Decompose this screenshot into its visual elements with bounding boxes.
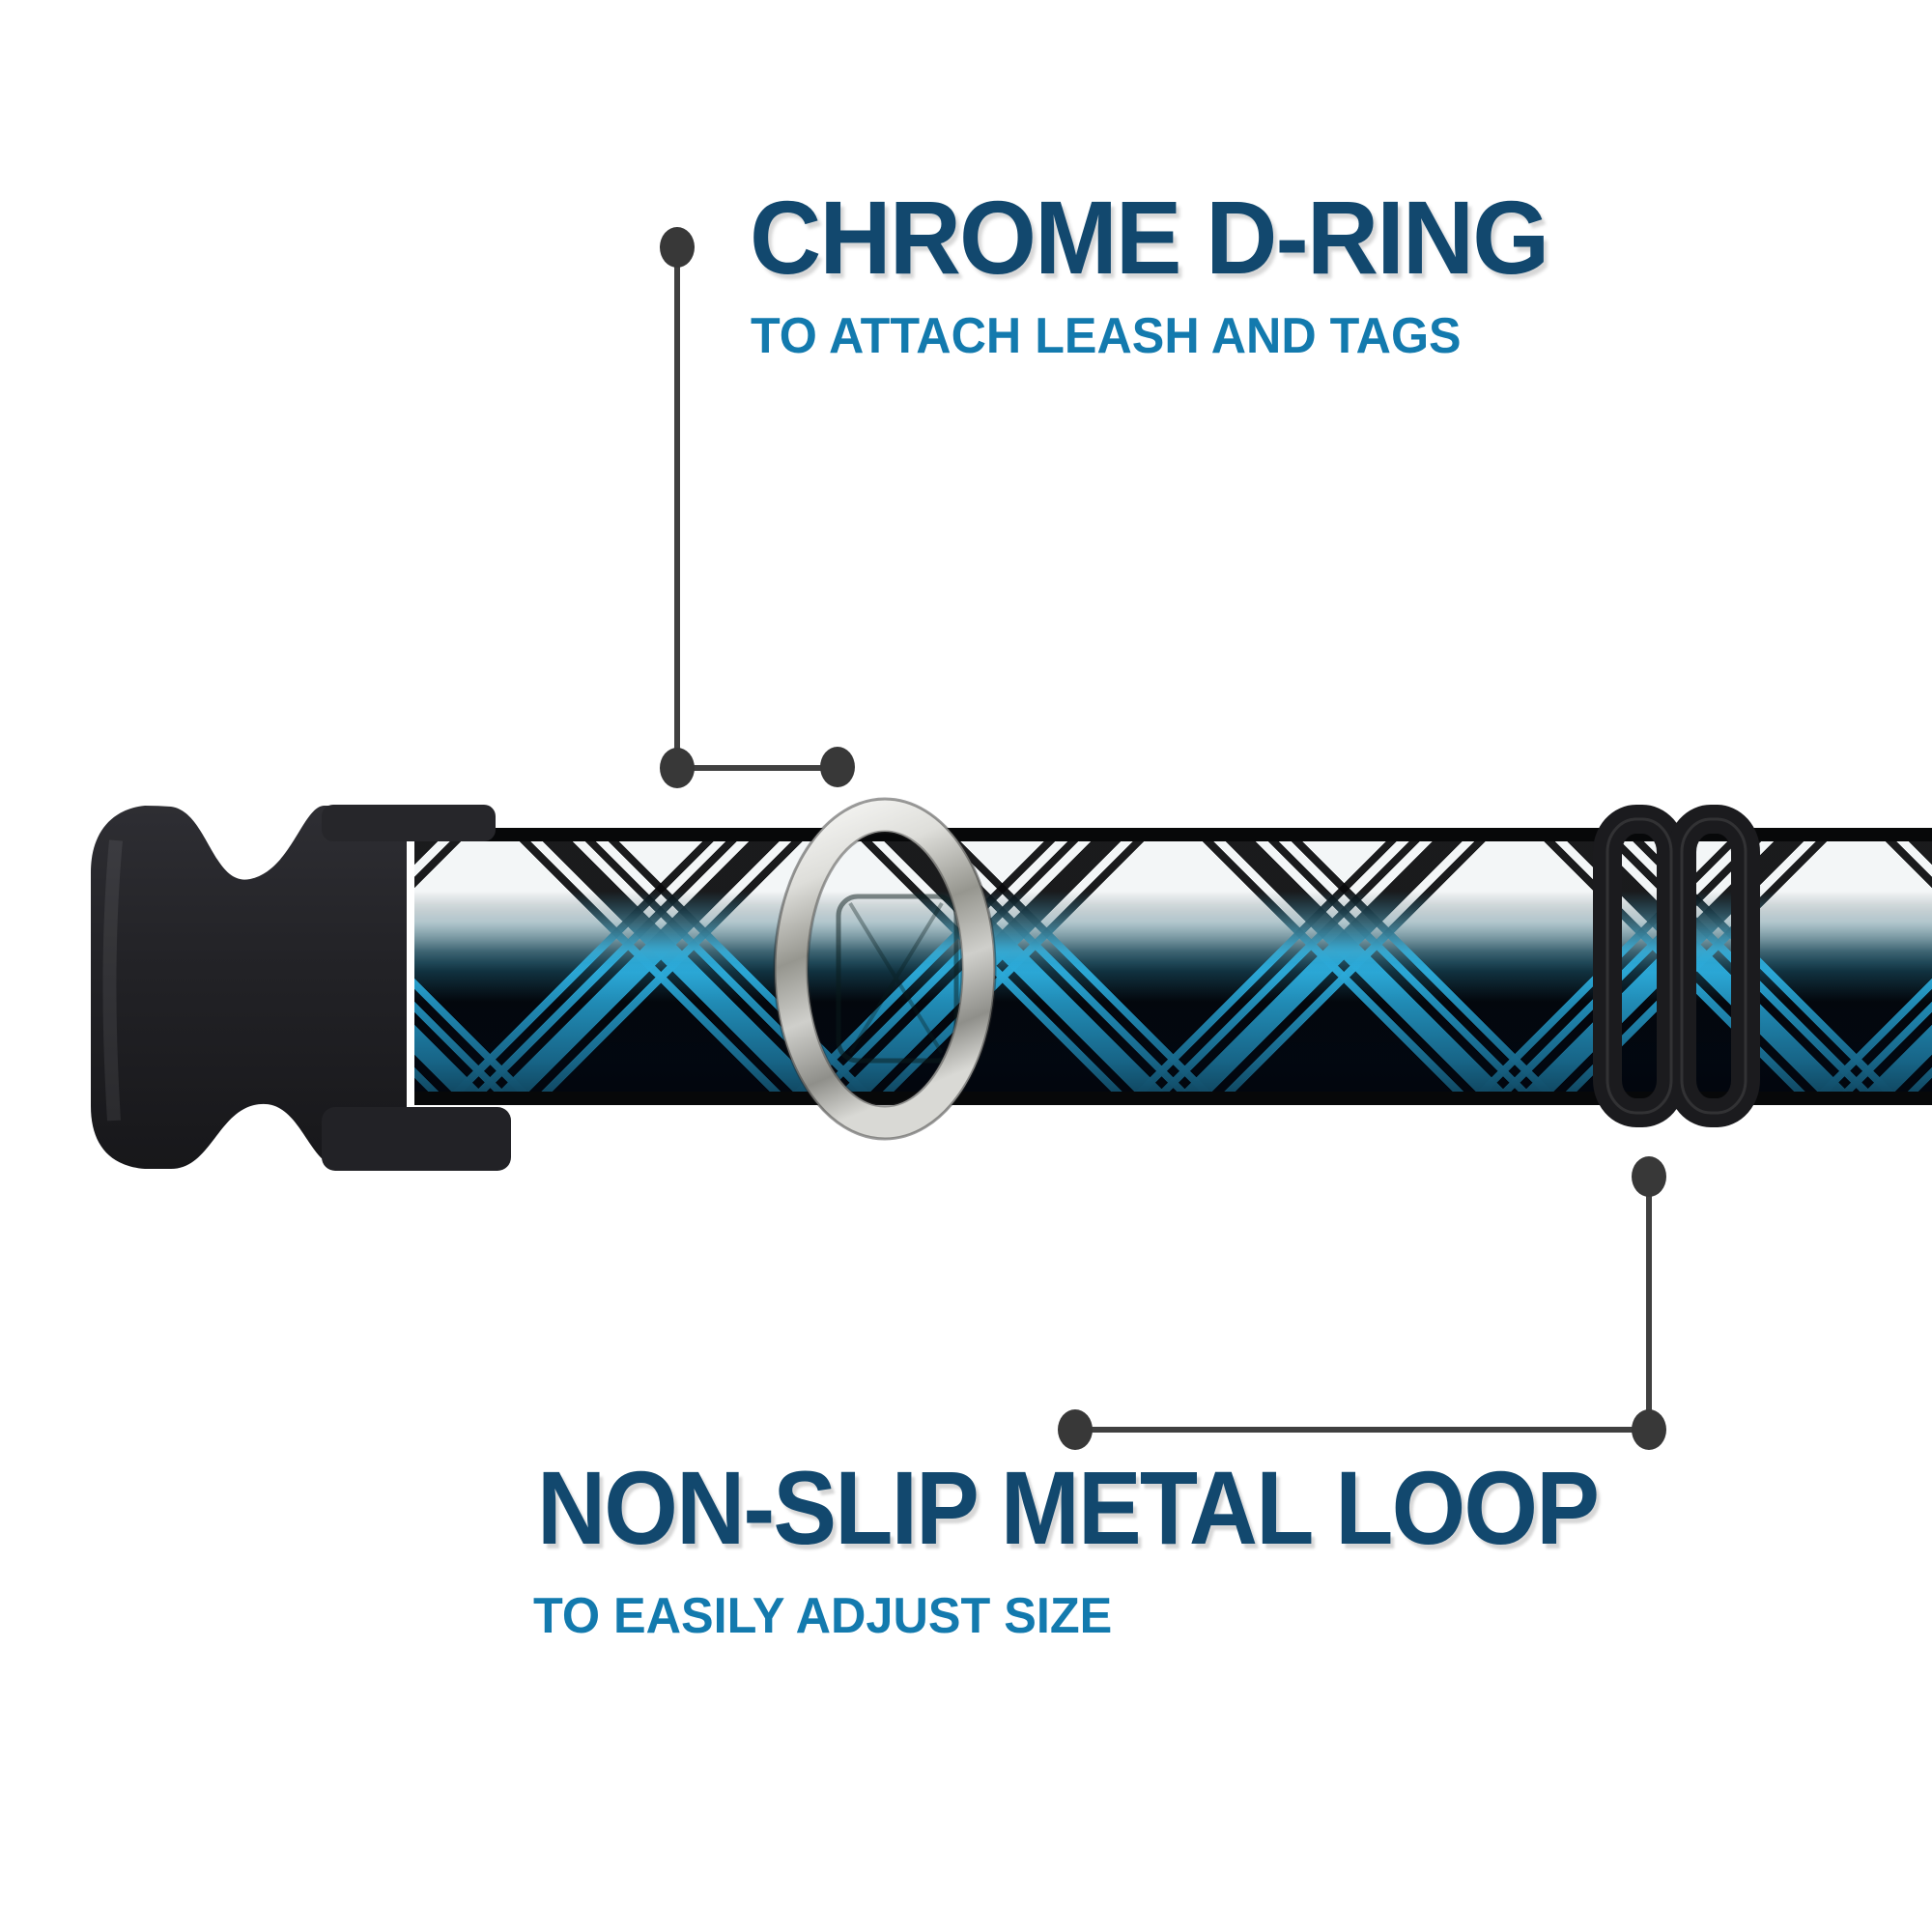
callout-dot [820, 747, 855, 787]
callout-dot [1058, 1409, 1093, 1450]
callout-dot [660, 227, 695, 268]
loop-callout-subtitle: TO EASILY ADJUST SIZE [533, 1588, 1113, 1644]
callout-dot [1632, 1156, 1666, 1197]
callout-line-dring-horizontal [677, 765, 838, 771]
callout-dot [1632, 1409, 1666, 1450]
callout-line-dring-vertical [674, 247, 680, 768]
dring-callout-subtitle: TO ATTACH LEASH AND TAGS [751, 308, 1462, 364]
loop-callout-title: NON-SLIP METAL LOOP [537, 1449, 1600, 1566]
callout-line-loop-horizontal [1075, 1427, 1649, 1433]
callout-dot [660, 748, 695, 788]
dring-callout-title: CHROME D-RING [750, 179, 1549, 296]
callout-line-loop-vertical [1646, 1177, 1652, 1430]
